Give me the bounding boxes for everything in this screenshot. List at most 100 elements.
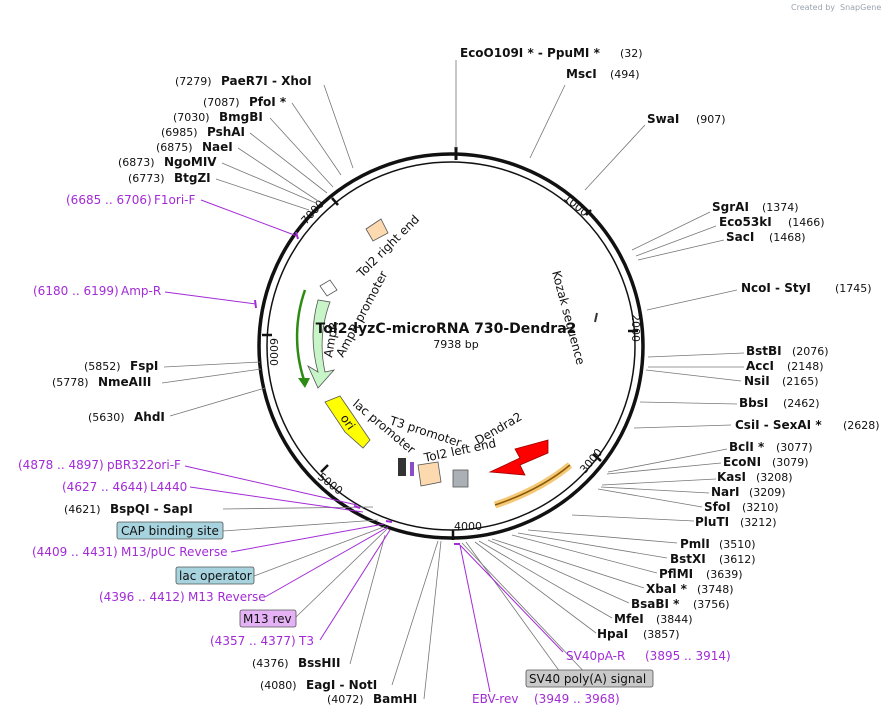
svg-text:(32): (32): [620, 47, 643, 60]
svg-text:(6985): (6985): [161, 126, 198, 139]
primer-range: (4627 .. 4644): [62, 480, 148, 494]
primer-pbr322ori-f: pBR322ori-F: [107, 458, 181, 472]
site-acci: AccI: [746, 359, 774, 373]
site-bstxi: BstXI: [670, 552, 706, 566]
sv40-polya-label: SV40 poly(A) signal: [529, 672, 646, 686]
svg-text:(2148): (2148): [787, 360, 824, 373]
svg-text:(1745): (1745): [835, 282, 872, 295]
svg-text:(7030): (7030): [173, 111, 210, 124]
tol2-left-end-block: [417, 461, 442, 487]
svg-text:(907): (907): [696, 113, 726, 126]
primer-l4440: L4440: [150, 480, 187, 494]
plasmid-length: 7938 bp: [433, 338, 478, 351]
svg-text:(2628): (2628): [843, 419, 880, 432]
tick-6000: 6000: [267, 338, 280, 366]
site-ncoi: NcoI - StyI: [741, 281, 811, 295]
sv40-block: [452, 469, 469, 488]
site-nmeaiii: NmeAIII: [98, 375, 151, 389]
primer-t3: T3: [298, 634, 314, 648]
m13-rev-label: M13 rev: [243, 612, 292, 626]
svg-text:(3612): (3612): [719, 553, 756, 566]
svg-text:(3210): (3210): [742, 501, 779, 514]
primer-leaders: [164, 199, 564, 693]
right-site-leaders: [455, 60, 745, 673]
site-sfoi: SfoI: [704, 500, 731, 514]
primer-m13-puc-reverse: M13/pUC Reverse: [121, 545, 228, 559]
site-pshai: PshAI: [207, 125, 245, 139]
dendra2-feature: [488, 439, 573, 509]
label-ampr: AmpR: [321, 321, 341, 359]
primer-m13-reverse: M13 Reverse: [188, 590, 266, 604]
svg-text:(1466): (1466): [788, 216, 825, 229]
site-saci: SacI: [726, 230, 754, 244]
svg-text:(3857): (3857): [643, 628, 680, 641]
site-pflmi: PflMI: [659, 567, 693, 581]
ampr-feature: [295, 279, 338, 389]
backbone-inner-circle: [266, 161, 636, 531]
site-nari: NarI: [711, 485, 740, 499]
label-kozak: Kozak sequence: [549, 269, 588, 366]
site-bsshii: BssHII: [298, 656, 340, 670]
svg-text:(4376): (4376): [252, 657, 289, 670]
sv40-polya-box: [525, 669, 654, 688]
tick-2000: 2000: [629, 314, 642, 342]
credit-brand: SnapGene: [840, 3, 881, 12]
box-leaders: [222, 519, 591, 679]
lac-operator-box: [175, 566, 255, 585]
boxed-features: CAP binding site lac operator M13 rev SV…: [116, 521, 654, 688]
svg-text:(3844): (3844): [656, 613, 693, 626]
tick-4000: 4000: [454, 520, 482, 533]
svg-text:(2076): (2076): [792, 345, 829, 358]
svg-text:(1374): (1374): [762, 201, 799, 214]
svg-text:(6773): (6773): [128, 172, 165, 185]
svg-text:(4072): (4072): [327, 693, 364, 706]
svg-text:(4080): (4080): [260, 679, 297, 692]
svg-text:(2462): (2462): [783, 397, 820, 410]
svg-text:(3079): (3079): [772, 456, 809, 469]
primer-range: (4878 .. 4897): [18, 458, 104, 472]
site-xbai: XbaI *: [646, 582, 688, 596]
kozak-mark: [594, 312, 598, 323]
site-econi: EcoNI: [723, 455, 761, 469]
site-ngomiv: NgoMIV: [164, 155, 217, 169]
svg-text:(3212): (3212): [740, 516, 777, 529]
site-sgrai: SgrAI: [712, 200, 749, 214]
primer-labels: (6685 .. 6706) F1ori-F (6180 .. 6199) Am…: [18, 193, 731, 706]
primer-range: (3895 .. 3914): [645, 649, 731, 663]
primer-sv40pa-r: SV40pA-R: [566, 649, 625, 663]
ori-arrow: [324, 395, 371, 449]
svg-text:(3748): (3748): [697, 583, 734, 596]
backbone-outer-circle: [257, 152, 645, 540]
ampr-promoter-arrow: [319, 279, 338, 297]
site-fspi: FspI: [130, 359, 158, 373]
site-csii: CsiI - SexAI *: [735, 418, 822, 432]
svg-text:(2165): (2165): [782, 375, 819, 388]
label-ampr-promoter: AmpR promoter: [333, 269, 390, 360]
site-kasi: KasI: [717, 470, 746, 484]
site-noti: EagI - NotI: [306, 678, 377, 692]
site-eco53ki: Eco53kI: [719, 215, 772, 229]
plasmid-title: Tol2-lyzC-microRNA 730-Dendra2: [316, 321, 577, 337]
cap-binding-site-box: [116, 521, 224, 540]
site-ecoo109i: EcoO109I * - PpuMI *: [460, 46, 601, 60]
label-tol2-right-end: Tol2 right end: [354, 212, 423, 281]
site-bbsi: BbsI: [739, 396, 768, 410]
site-bamhi: BamHI: [373, 692, 417, 706]
cap-binding-site-label: CAP binding site: [121, 524, 219, 538]
svg-text:(494): (494): [610, 68, 640, 81]
dendra2-arrow: [488, 439, 549, 476]
svg-text:(3209): (3209): [749, 486, 786, 499]
primer-range: (3949 .. 3968): [534, 692, 620, 706]
primer-range: (4396 .. 4412): [99, 590, 185, 604]
label-dendra2: Dendra2: [473, 410, 525, 448]
lac-operator-label: lac operator: [179, 569, 252, 583]
svg-text:(6875): (6875): [156, 141, 193, 154]
svg-text:(7279): (7279): [175, 75, 212, 88]
site-pmli: PmlI: [680, 537, 710, 551]
credit-prefix: Created by: [791, 3, 835, 12]
left-sites: (7279) PaeR7I - XhoI (7087) PfoI * (7030…: [52, 74, 417, 706]
svg-text:(3208): (3208): [756, 471, 793, 484]
primer-ebv-rev: EBV-rev: [472, 692, 518, 706]
tol2-right-end-block: [365, 218, 389, 242]
